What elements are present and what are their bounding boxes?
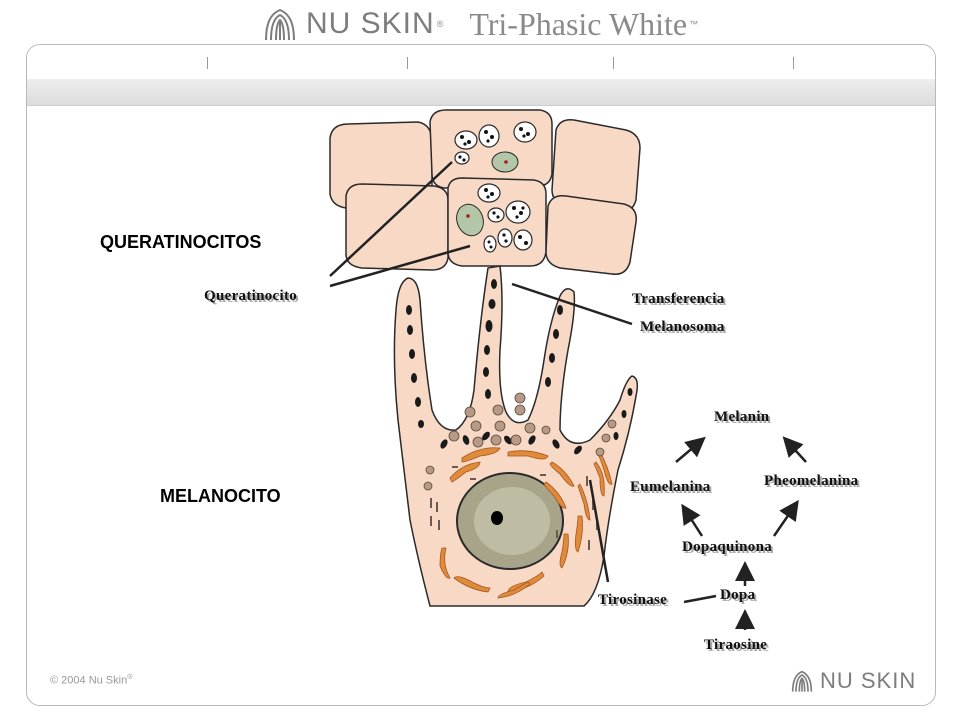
nu-skin-footer-icon bbox=[791, 670, 813, 692]
pointer-tyrosinase bbox=[588, 479, 610, 583]
brand-header: NU SKIN ® Tri-Phasic White ™ bbox=[262, 4, 698, 44]
packet bbox=[483, 235, 497, 253]
melanosomes bbox=[406, 279, 633, 455]
nu-skin-logo-icon bbox=[265, 8, 295, 41]
svg-text:Pheomelanina: Pheomelanina bbox=[766, 475, 861, 491]
label-keratinocyte: Queratinocito Queratinocito bbox=[204, 288, 299, 306]
svg-text:Dopaquinona: Dopaquinona bbox=[682, 539, 772, 555]
nucleolus-dots bbox=[466, 160, 508, 218]
svg-text:Tiraosine: Tiraosine bbox=[704, 637, 767, 653]
packet bbox=[477, 183, 501, 203]
svg-text:Transferencia: Transferencia bbox=[632, 291, 725, 307]
svg-text:Melanosoma: Melanosoma bbox=[640, 319, 725, 335]
nucleolus bbox=[504, 160, 508, 164]
svg-text:Tirosinase: Tirosinase bbox=[598, 592, 667, 608]
tab-bar bbox=[27, 45, 935, 79]
packet bbox=[505, 200, 531, 224]
label-melanin: Melanin Melanin bbox=[714, 409, 772, 427]
arrow-dopaquinone-eumelanin bbox=[681, 503, 704, 537]
label-tyrosine: Tiraosine Tiraosine bbox=[704, 637, 769, 655]
registered-mark: ® bbox=[436, 19, 444, 29]
svg-text:Dopa: Dopa bbox=[720, 587, 756, 603]
packet-granules bbox=[458, 127, 530, 249]
svg-text:Pheomelanina: Pheomelanina bbox=[764, 473, 859, 489]
packet bbox=[454, 151, 470, 165]
tyrosinase-connector bbox=[683, 594, 717, 604]
nucleolus bbox=[466, 214, 470, 218]
arrow-eumelanin-melanin bbox=[675, 436, 706, 463]
nucleus-highlight bbox=[474, 487, 550, 555]
trademark-mark: ™ bbox=[689, 19, 699, 29]
svg-text:Tirosinase: Tirosinase bbox=[600, 594, 669, 610]
label-dopaquinone: Dopaquinona Dopaquinona bbox=[682, 539, 774, 557]
svg-text:Dopaquinona: Dopaquinona bbox=[684, 541, 774, 557]
svg-text:Queratinocito: Queratinocito bbox=[204, 288, 297, 304]
svg-text:Melanin: Melanin bbox=[714, 409, 770, 425]
brand-name: NU SKIN bbox=[306, 7, 435, 40]
vesicles bbox=[423, 392, 617, 491]
melanocyte-nucleolus bbox=[491, 511, 503, 525]
pointer-transfer bbox=[511, 282, 633, 326]
keratinocyte-cell bbox=[545, 194, 637, 275]
tab-separator bbox=[207, 57, 208, 69]
packet bbox=[513, 121, 537, 143]
tab-separator bbox=[613, 57, 614, 69]
label-melanosome: Melanosoma Melanosoma bbox=[640, 319, 727, 337]
packet bbox=[513, 229, 533, 251]
svg-text:Melanosoma: Melanosoma bbox=[642, 321, 727, 337]
footer-brand-name: NU SKIN bbox=[820, 668, 917, 693]
svg-text:Tiraosine: Tiraosine bbox=[706, 639, 769, 655]
keratinocyte-cell bbox=[345, 183, 449, 271]
label-pheomelanin: Pheomelanina Pheomelanina bbox=[764, 473, 861, 491]
header: NU SKIN ® Tri-Phasic White ™ bbox=[0, 0, 960, 44]
label-tyrosinase: Tirosinase Tirosinase bbox=[598, 592, 669, 610]
pointer-lines bbox=[329, 161, 633, 583]
arrow-dopaquinone-pheomelanin bbox=[772, 499, 799, 537]
copyright-label: © 2004 Nu Skin bbox=[50, 674, 128, 687]
svg-text:Dopa: Dopa bbox=[722, 589, 758, 605]
pointer-keratinocyte-bottom bbox=[329, 244, 471, 288]
product-name: Tri-Phasic White bbox=[469, 5, 688, 42]
tab-separator bbox=[793, 57, 794, 69]
arrow-pheomelanin-melanin bbox=[782, 436, 807, 463]
copyright-registered-mark: ® bbox=[127, 674, 133, 681]
keratinocyte-cell bbox=[429, 109, 553, 189]
svg-text:Queratinocito: Queratinocito bbox=[206, 290, 299, 306]
packet bbox=[497, 228, 513, 248]
mitochondria bbox=[439, 447, 613, 599]
footer-logo: NU SKIN bbox=[790, 668, 916, 694]
label-dopa: Dopa Dopa bbox=[720, 587, 758, 605]
pointer-keratinocyte-top bbox=[329, 161, 453, 277]
label-eumelanin: Eumelanina Eumelanina bbox=[630, 479, 713, 497]
tab-separator bbox=[407, 57, 408, 69]
packet bbox=[478, 124, 500, 148]
section-keratinocytes: QUERATINOCITOS bbox=[100, 232, 261, 252]
melanosome-packets bbox=[454, 121, 537, 253]
packet bbox=[454, 130, 478, 150]
svg-text:Melanin: Melanin bbox=[716, 411, 772, 427]
packet bbox=[487, 207, 505, 223]
nucleus bbox=[456, 203, 484, 237]
title-bar bbox=[27, 79, 935, 106]
svg-text:Eumelanina: Eumelanina bbox=[630, 479, 711, 495]
svg-text:Eumelanina: Eumelanina bbox=[632, 481, 713, 497]
label-transfer: Transferencia Transferencia bbox=[632, 291, 727, 309]
section-melanocyte: MELANOCITO bbox=[160, 486, 281, 506]
svg-text:Transferencia: Transferencia bbox=[634, 293, 727, 309]
pathway-arrows bbox=[675, 436, 807, 630]
copyright-text: © 2004 Nu Skin® bbox=[50, 674, 132, 687]
